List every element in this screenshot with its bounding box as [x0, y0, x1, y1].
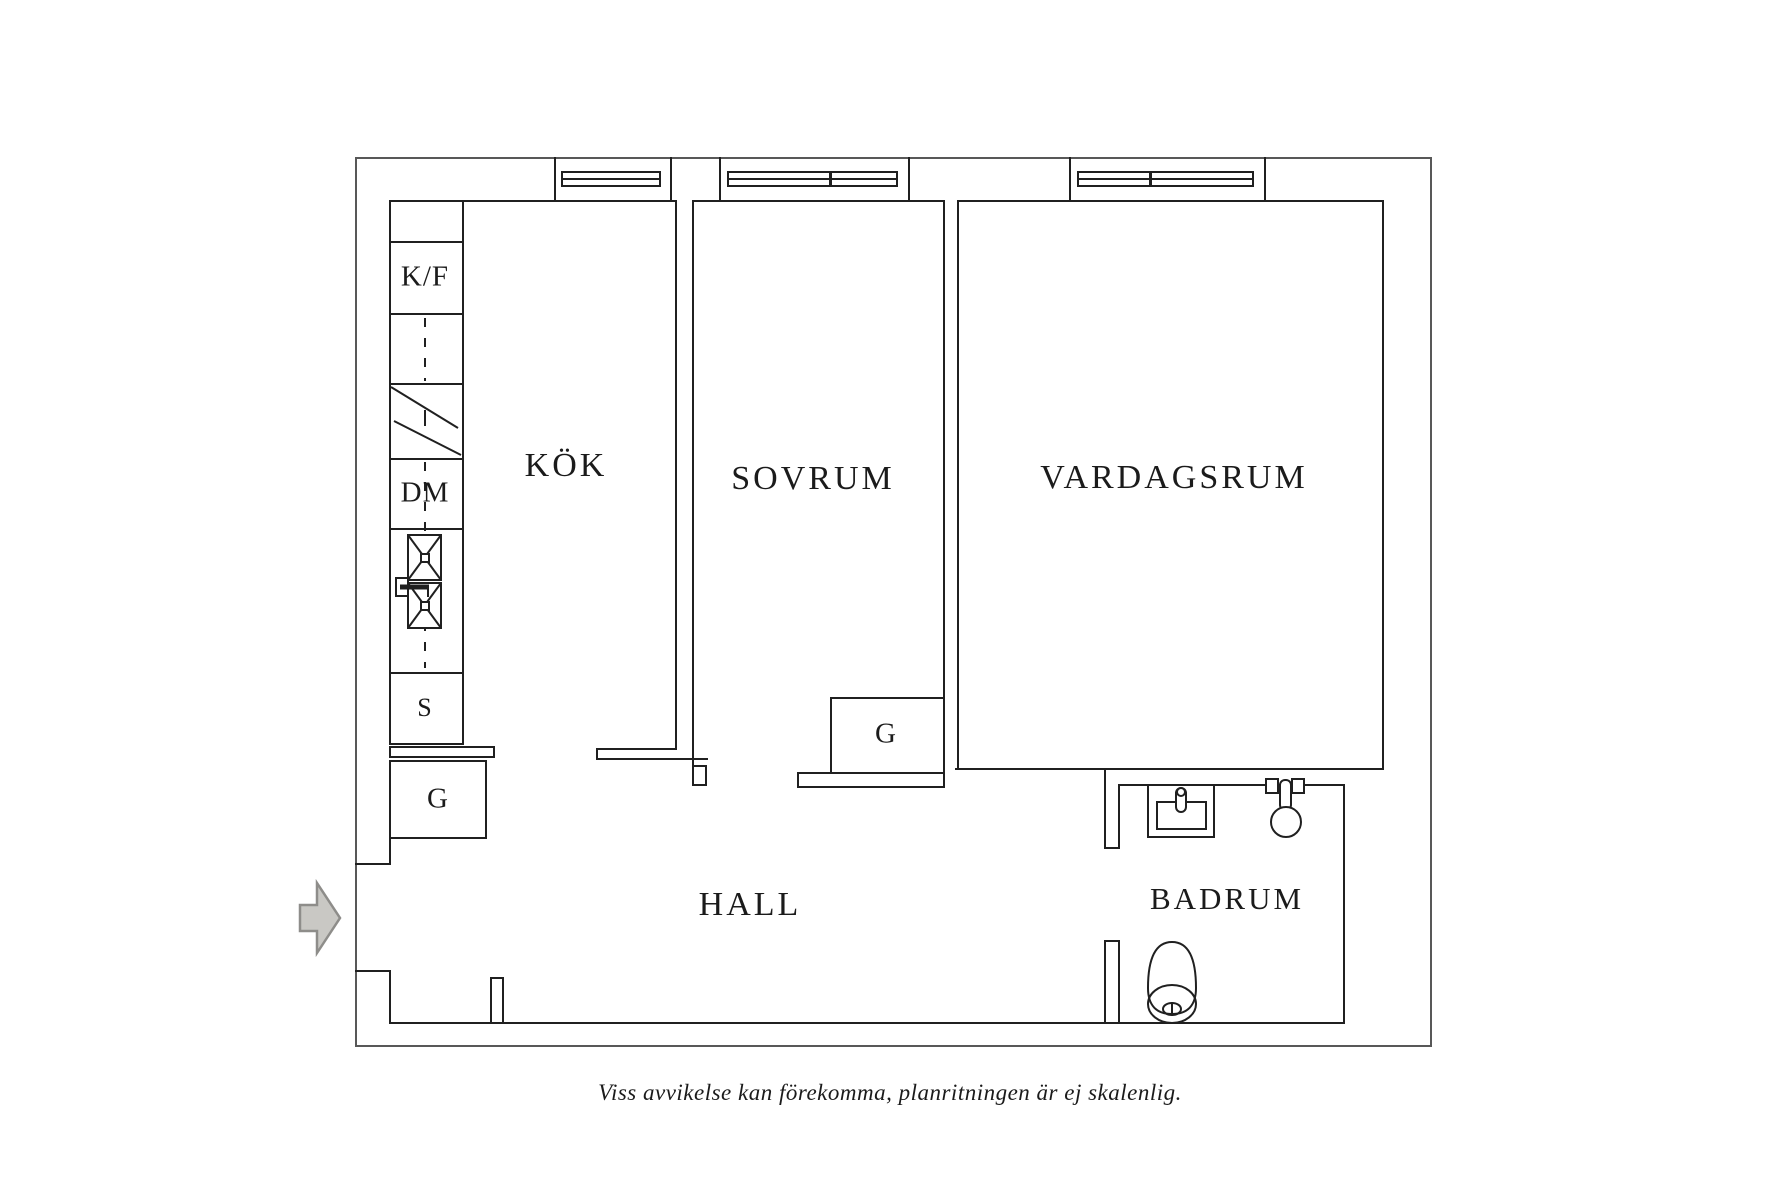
wall-entry-jamb-top	[355, 863, 391, 865]
wall-bedroom-doorjamb	[692, 765, 707, 786]
window-bay-wall	[1264, 157, 1266, 202]
wall-bedroom-right	[943, 200, 945, 788]
wall-bedroom-left	[692, 200, 694, 765]
toilet-icon	[1148, 942, 1196, 1023]
wall-bathroom-stub-cap	[1104, 940, 1120, 942]
washbasin-faucet-icon	[1176, 788, 1186, 812]
wall-bathroom-stub	[1118, 940, 1120, 1024]
wall-bedroom-doorjamb	[797, 772, 799, 788]
cabinet-strip-bottom	[389, 743, 464, 745]
cabinet-divider	[389, 313, 464, 315]
entry-direction-arrow	[300, 883, 340, 953]
room-label-kitchen: KÖK	[524, 447, 608, 484]
cabinet-divider	[389, 528, 464, 530]
cabinet-divider	[389, 383, 464, 385]
wall-bathroom-right	[1343, 784, 1345, 1024]
window-bay-wall	[1069, 157, 1071, 202]
window-bay-wall	[908, 157, 910, 202]
wardrobe-kitchen	[389, 760, 487, 839]
fixture-label-wardrobe-kitchen: G	[427, 782, 449, 815]
wardrobe-bedroom-top	[830, 697, 945, 699]
stove-icon	[391, 387, 461, 455]
wall-kitchen-top	[389, 200, 677, 202]
wall-cabinet-strip-right	[462, 200, 464, 745]
cabinet-divider	[389, 672, 464, 674]
fixture-label-pantry: S	[417, 693, 433, 722]
fixture-label-dishwasher: DM	[400, 476, 450, 509]
wall-outer-left	[355, 157, 357, 1047]
wall-bedroom-bottom	[797, 786, 945, 788]
wall-livingroom-right	[1382, 200, 1384, 770]
wall-bathroom-stub	[1118, 784, 1120, 849]
wall-bathroom-top	[1118, 784, 1345, 786]
wall-cabinet-strip-left	[389, 200, 391, 745]
room-label-hall: HALL	[698, 886, 802, 923]
window-icon	[561, 171, 661, 187]
wall-outer-bottom	[355, 1045, 1432, 1047]
cabinet-divider	[389, 241, 464, 243]
wall-bedroom-bottom	[797, 772, 945, 774]
window-bay-wall	[554, 157, 556, 202]
window-bay-wall	[719, 157, 721, 202]
counter-ledge	[389, 746, 495, 758]
wall-kitchen-doorjamb	[596, 748, 598, 760]
wardrobe-bedroom-left	[830, 697, 832, 774]
shower-mixer-icon	[1266, 779, 1304, 837]
window-mullion	[1149, 171, 1152, 187]
fixture-label-fridge-freezer: K/F	[400, 260, 450, 293]
wall-hall-bottom	[389, 1022, 1345, 1024]
wall-bedroom-top	[692, 200, 945, 202]
wall-bathroom-stub	[1104, 768, 1106, 849]
wall-entry-jamb-bottom	[389, 970, 391, 1024]
wall-entry-jamb-top	[389, 839, 391, 865]
fixture-label-wardrobe-bedroom: G	[875, 717, 897, 750]
cabinet-divider	[389, 458, 464, 460]
window-icon	[727, 171, 898, 187]
disclaimer-caption: Viss avvikelse kan förekomma, planritnin…	[598, 1080, 1182, 1105]
wall-bathroom-stub-cap	[1104, 847, 1120, 849]
wall-outer-top	[355, 157, 1432, 159]
window-bay-wall	[670, 157, 672, 202]
room-label-bathroom: BADRUM	[1149, 881, 1305, 916]
wall-bathroom-stub	[1104, 940, 1106, 1024]
wall-kitchen-bottom	[596, 758, 708, 760]
room-label-bedroom: SOVRUM	[731, 460, 895, 497]
wall-entry-jamb-bottom	[355, 970, 391, 972]
room-label-livingroom: VARDAGSRUM	[1040, 459, 1308, 496]
window-mullion	[829, 171, 832, 187]
wall-stub-hall	[490, 977, 504, 1024]
wall-outer-right	[1430, 157, 1432, 1047]
counter-centerline	[424, 318, 426, 381]
window-icon	[1077, 171, 1254, 187]
wall-livingroom-left	[957, 200, 959, 770]
double-basin-sink-icon	[396, 535, 441, 628]
wall-kitchen-right	[675, 200, 677, 750]
wall-livingroom-bottom	[955, 768, 1384, 770]
wall-kitchen-bottom	[596, 748, 677, 750]
wall-livingroom-top	[957, 200, 1384, 202]
